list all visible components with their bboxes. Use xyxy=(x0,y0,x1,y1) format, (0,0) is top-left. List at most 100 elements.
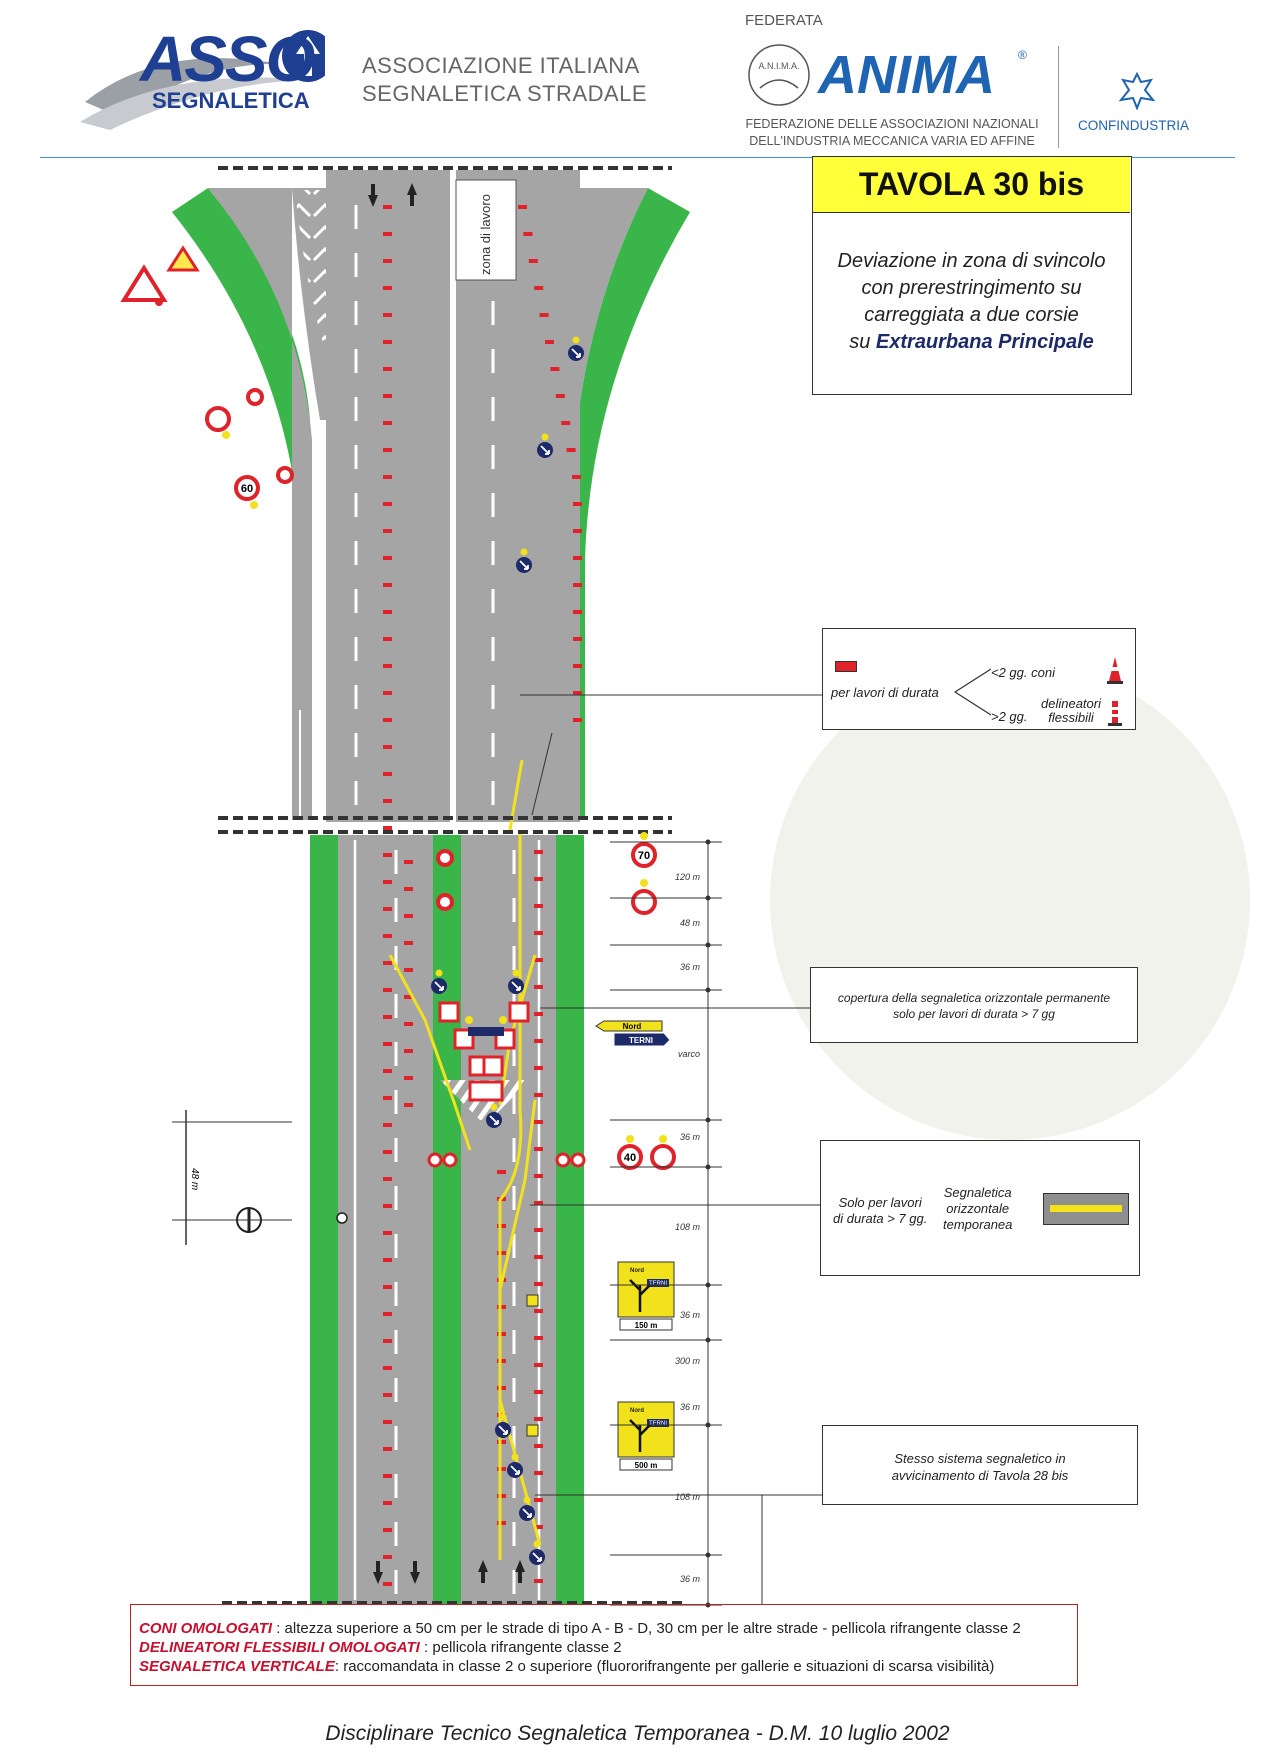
cone-mark xyxy=(383,610,392,614)
lane-dash xyxy=(394,1138,398,1162)
lane-dash xyxy=(354,541,358,565)
cone-mark xyxy=(383,475,392,479)
distance-node xyxy=(705,1552,711,1558)
sign-nord-150: Nord xyxy=(630,1268,644,1274)
cone-mark xyxy=(383,826,392,830)
cone-mark xyxy=(561,421,571,425)
legend-durata-label: per lavori di durata xyxy=(831,685,939,700)
cone-mark xyxy=(383,529,392,533)
legend-delineatori: delineatori flessibili xyxy=(1041,697,1101,725)
note-copertura-line2: solo per lavori di durata > 7 gg xyxy=(893,1007,1055,1021)
cone-mark xyxy=(383,1312,392,1316)
note-stesso-line1: Stesso sistema segnaletico in xyxy=(894,1451,1066,1466)
sign-terni-text: TERNI xyxy=(629,1036,653,1045)
segnaletica-key: SEGNALETICA VERTICALE xyxy=(139,1658,335,1675)
distance-label: 36 m xyxy=(680,1402,701,1412)
note-segn-line1: Segnaletica xyxy=(943,1185,1012,1200)
lane-dash xyxy=(512,1138,516,1162)
cone-mark xyxy=(383,1015,392,1019)
distance-node xyxy=(705,1602,711,1608)
note-segnaletica: Segnaletica orizzontale temporanea xyxy=(943,1185,1012,1233)
flexible-delineator-icon xyxy=(1108,701,1122,726)
note-stesso-sistema-box: Stesso sistema segnaletico in avviciname… xyxy=(822,1425,1138,1505)
chevron-barrier-signs xyxy=(438,1001,530,1102)
lane-dash xyxy=(491,637,495,661)
lane-dash xyxy=(491,781,495,805)
cone-mark xyxy=(573,664,582,668)
cone-mark xyxy=(383,232,392,236)
cone-mark xyxy=(383,1582,392,1586)
cone-marker-icon xyxy=(835,661,857,672)
cone-mark xyxy=(404,1103,413,1107)
distance-node xyxy=(705,1117,711,1123)
cone-mark xyxy=(383,772,392,776)
note-coni: CONI OMOLOGATI : altezza superiore a 50 … xyxy=(139,1619,1077,1638)
cone-mark xyxy=(383,1150,392,1154)
lane-dash xyxy=(394,1090,398,1114)
cone-mark xyxy=(534,1498,543,1502)
warning-lamp xyxy=(541,433,549,441)
cone-mark xyxy=(534,1336,543,1340)
upper-section: zona di lavoro xyxy=(172,170,690,822)
lane-dash xyxy=(512,1090,516,1114)
cone-mark xyxy=(534,1147,543,1151)
distance-node xyxy=(705,895,711,901)
cone-mark xyxy=(550,367,560,371)
zona-di-lavoro-label: zona di lavoro xyxy=(478,194,493,275)
lane-dash xyxy=(394,1186,398,1210)
lane-dash xyxy=(512,1378,516,1402)
lane-dash xyxy=(394,898,398,922)
delineatori-key: DELINEATORI FLESSIBILI OMOLOGATI xyxy=(139,1639,420,1656)
lane-dash xyxy=(354,589,358,613)
asso-logo xyxy=(80,22,334,132)
lane-dash xyxy=(354,205,358,229)
anima-seal-icon: A.N.I.M.A. xyxy=(748,44,810,106)
cone-mark xyxy=(404,860,413,864)
distance-label: 108 m xyxy=(675,1492,701,1502)
cone-mark xyxy=(383,1285,392,1289)
arrow-glyph xyxy=(511,981,521,991)
lane-dash xyxy=(491,301,495,325)
arrow-glyph xyxy=(532,1552,542,1562)
distance-node xyxy=(705,839,711,845)
note-copertura-line1: copertura della segnaletica orizzontale … xyxy=(837,991,1111,1005)
lane-dash xyxy=(394,1378,398,1402)
cone-mark xyxy=(383,637,392,641)
distance-node xyxy=(705,1164,711,1170)
cone-mark xyxy=(404,941,413,945)
traffic-cone-icon xyxy=(1107,657,1123,684)
cone-mark xyxy=(383,1366,392,1370)
cone-mark xyxy=(534,958,543,962)
cone-mark xyxy=(534,1363,543,1367)
warning-lamp xyxy=(512,969,520,977)
cone-mark xyxy=(573,718,582,722)
cone-mark xyxy=(534,1012,543,1016)
cone-mark xyxy=(383,1231,392,1235)
lane-dash xyxy=(394,1330,398,1354)
cone-mark xyxy=(383,1123,392,1127)
association-line2: SEGNALETICA STRADALE xyxy=(362,81,648,106)
tavola-desc-line2: con prerestringimento su xyxy=(861,277,1082,299)
cone-mark xyxy=(573,637,582,641)
distance-node xyxy=(705,942,711,948)
legend-more-2-days: >2 gg. xyxy=(991,709,1028,724)
arrow-glyph xyxy=(519,560,529,570)
cone-mark xyxy=(383,853,392,857)
legend-delineatori-line2: flessibili xyxy=(1048,710,1094,725)
lane-dash xyxy=(512,1474,516,1498)
cone-mark xyxy=(534,985,543,989)
anima-subtitle: FEDERAZIONE DELLE ASSOCIAZIONI NAZIONALI… xyxy=(742,116,1042,150)
cone-mark xyxy=(573,610,582,614)
cone-mark xyxy=(383,1420,392,1424)
legend-brace-icon xyxy=(953,668,991,716)
cone-mark xyxy=(383,1339,392,1343)
segnaletica-text: : raccomandata in classe 2 o superiore (… xyxy=(334,1658,995,1675)
sign-60-text: 60 xyxy=(241,483,253,495)
cone-mark xyxy=(518,205,527,209)
sign-150-text: 150 m xyxy=(635,1321,658,1330)
lane-dash xyxy=(394,946,398,970)
coni-key: CONI OMOLOGATI xyxy=(139,1620,273,1637)
cone-mark xyxy=(383,907,392,911)
warning-lamp xyxy=(572,336,580,344)
keep-direction-signs xyxy=(431,336,584,1565)
